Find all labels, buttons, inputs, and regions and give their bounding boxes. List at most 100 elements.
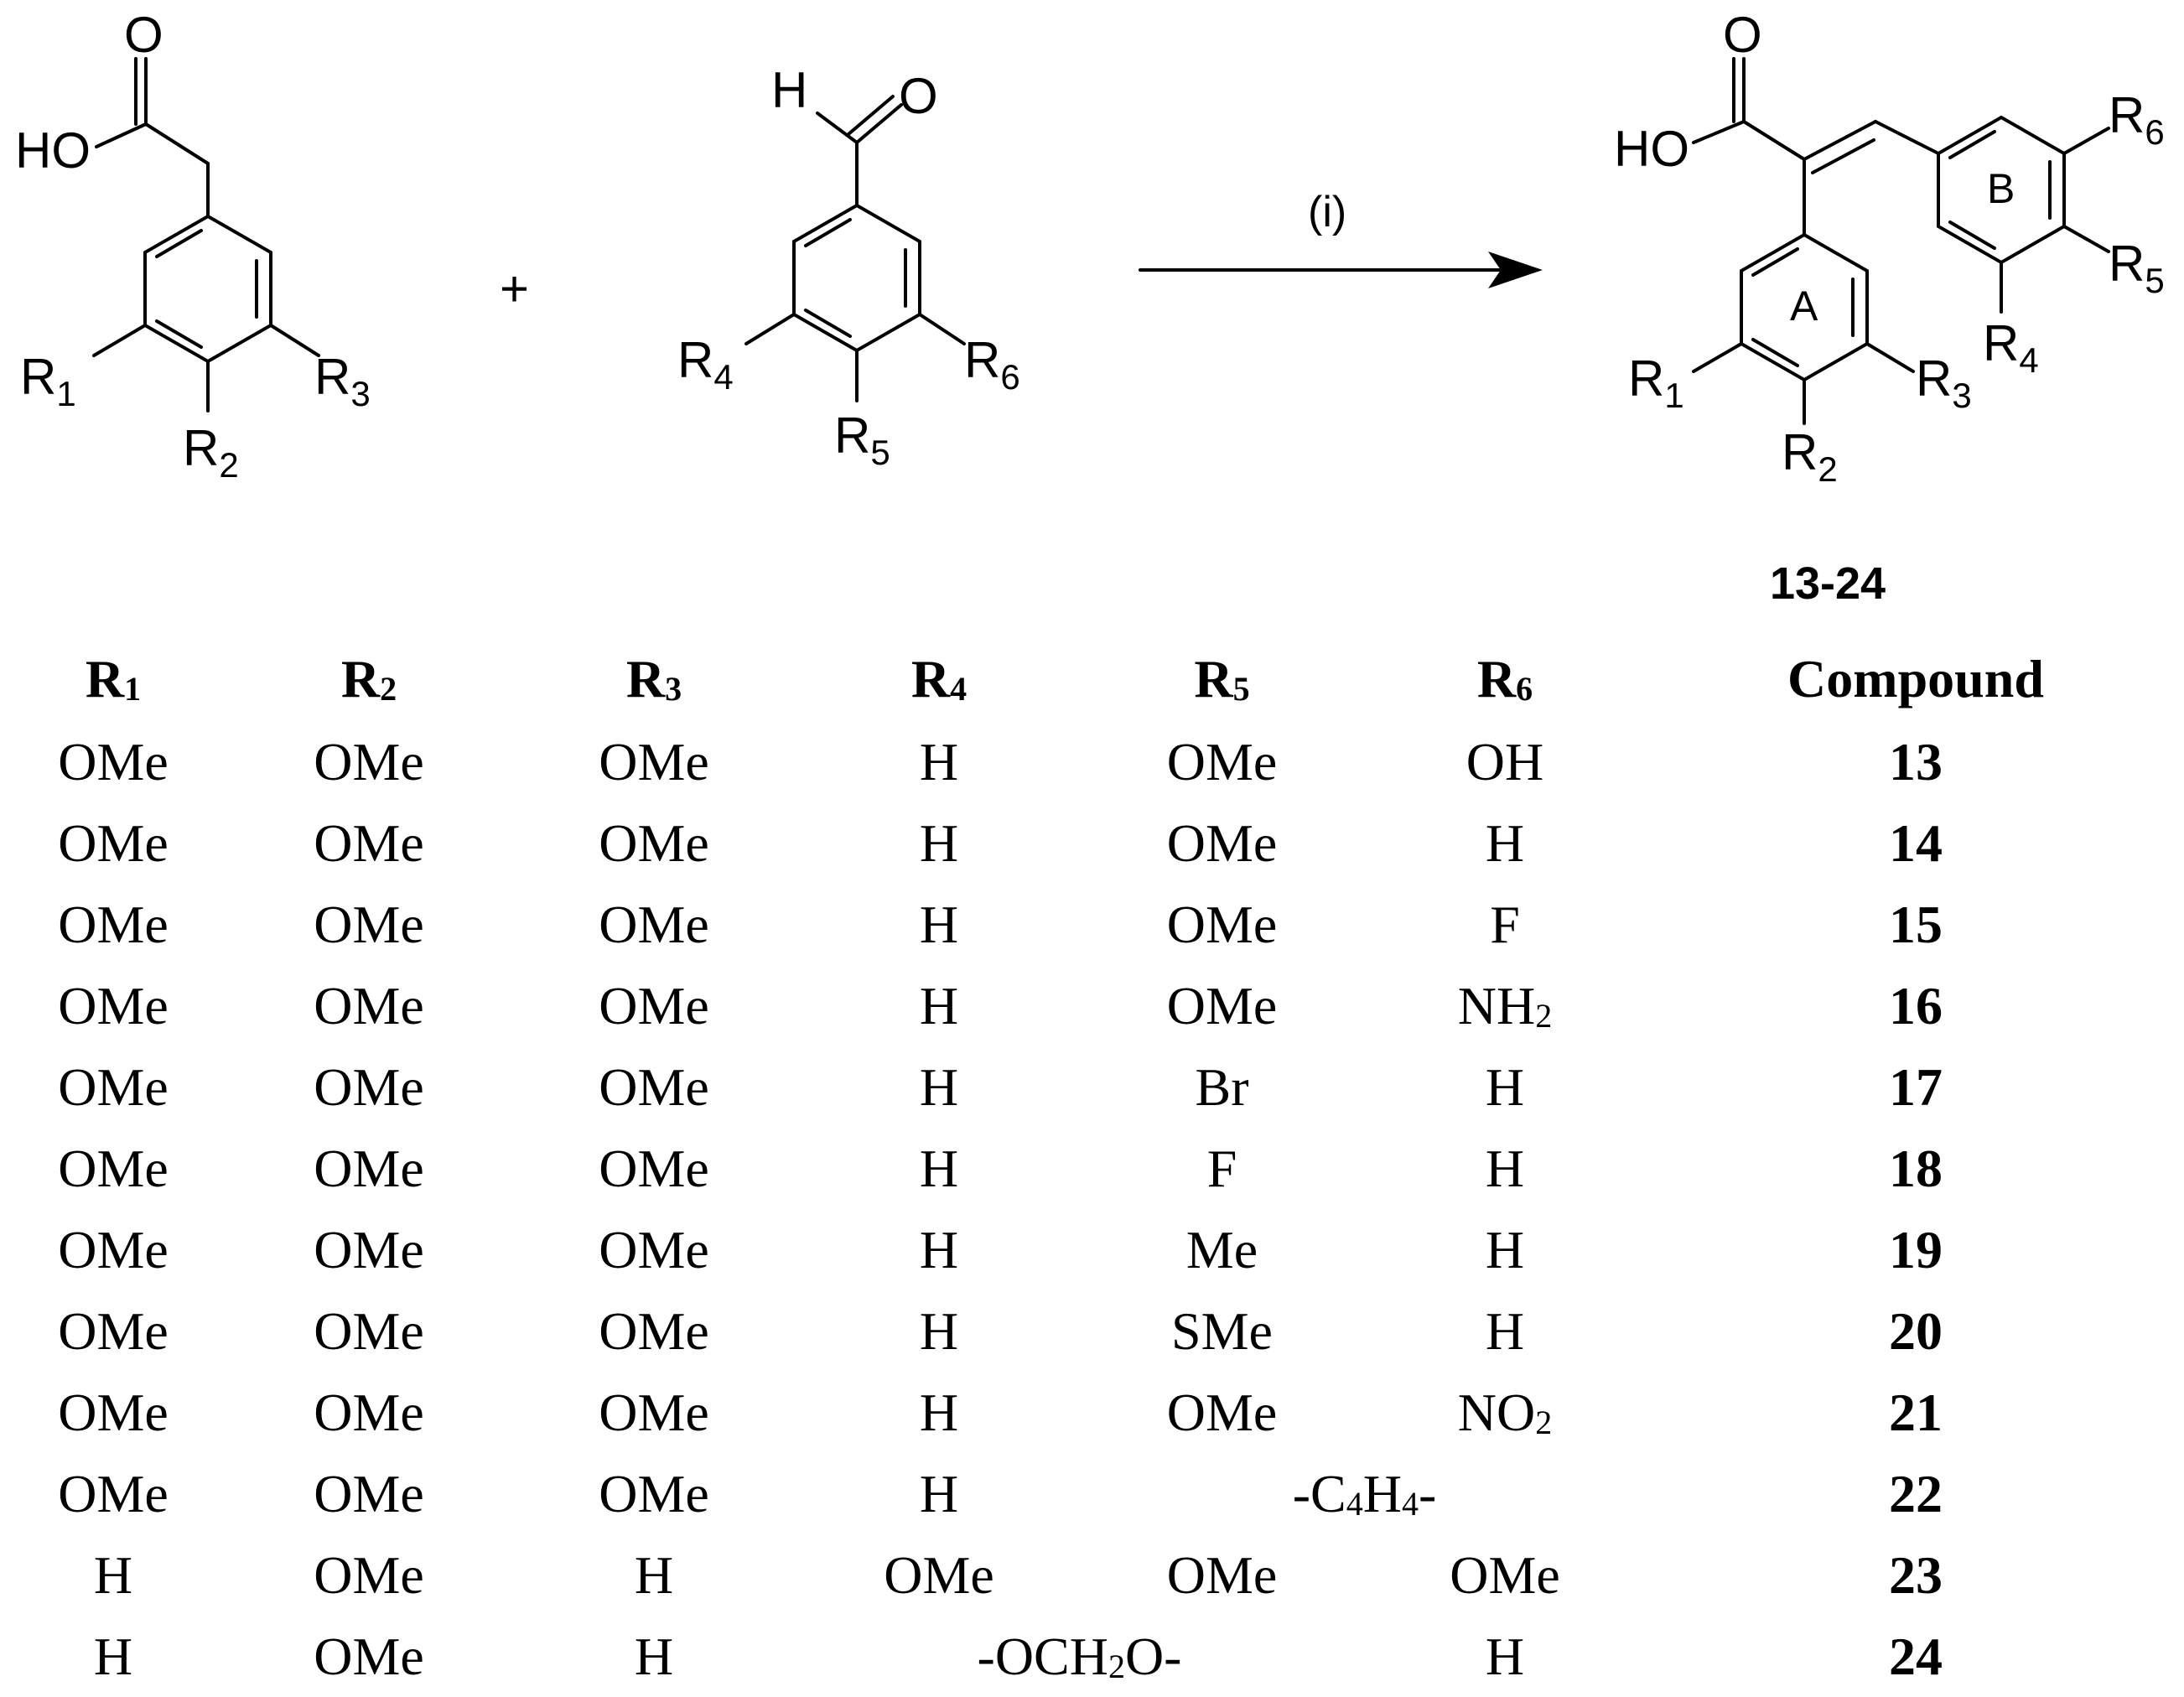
cell-r4: H <box>919 1382 959 1442</box>
cell-r3: H <box>634 1626 674 1686</box>
reaction-conditions: (i) <box>1308 188 1346 236</box>
cell-r5: OMe <box>1166 1544 1278 1605</box>
cell-r4: H <box>919 1219 959 1279</box>
substituent-r6: R6 <box>964 332 1020 397</box>
table-row: H OMe H -OCH2O- H 24 <box>0 1616 2184 1697</box>
product-carbonyl-oxygen: O <box>1723 7 1762 63</box>
hydroxyl-label: HO <box>15 122 91 179</box>
product-hydroxyl-label: HO <box>1614 121 1689 177</box>
table-row: OMe OMe OMe H -C4H4- 22 <box>0 1453 2184 1534</box>
cell-r2: OMe <box>314 1056 424 1117</box>
cell-r4: H <box>919 731 959 791</box>
table-row: OMe OMe OMe H OMe H 14 <box>0 802 2184 884</box>
substituent-table: R1 R2 R3 R4 R5 R6 Compound OMe OMe OMe H… <box>0 637 2184 1697</box>
cell-r4: H <box>919 975 959 1035</box>
column-header-r2: R2 <box>340 649 397 708</box>
cell-r2: OMe <box>314 894 424 954</box>
table-row: OMe OMe OMe H SMe H 20 <box>0 1290 2184 1372</box>
cell-compound: 16 <box>1889 975 1943 1035</box>
ring-a-label: A <box>1790 283 1818 330</box>
cell-r5: OMe <box>1166 812 1278 873</box>
cell-r6: OMe <box>1450 1544 1560 1605</box>
cell-r4: H <box>919 1056 959 1117</box>
cell-r5: OMe <box>1166 894 1278 954</box>
column-header-r5: R5 <box>1194 649 1250 708</box>
table-row: OMe OMe OMe H F H 18 <box>0 1128 2184 1209</box>
cell-r6: H <box>1485 1138 1525 1198</box>
table-row: OMe OMe OMe H OMe NH2 16 <box>0 965 2184 1046</box>
cell-r5-r6-fused: -C4H4- <box>1292 1463 1437 1523</box>
aldehyde-oxygen: O <box>899 68 938 124</box>
cell-r2: OMe <box>314 1300 424 1361</box>
product-substituent-r3: R3 <box>1916 350 1972 415</box>
cell-r2: OMe <box>314 975 424 1035</box>
cell-r2: OMe <box>314 1382 424 1442</box>
cell-r1: H <box>93 1626 133 1686</box>
cell-r5: F <box>1206 1138 1237 1198</box>
cell-r3: OMe <box>599 1463 709 1523</box>
cell-r1: OMe <box>58 1300 169 1361</box>
cell-r2: OMe <box>314 1463 424 1523</box>
cell-r6: F <box>1490 894 1520 954</box>
cell-r5: OMe <box>1166 731 1278 791</box>
substituent-r5: R5 <box>834 407 890 472</box>
table-row: OMe OMe OMe H Me H 19 <box>0 1209 2184 1290</box>
cell-compound: 24 <box>1889 1626 1943 1686</box>
cell-compound: 23 <box>1889 1544 1943 1605</box>
cell-r3: OMe <box>599 812 709 873</box>
cell-r1: OMe <box>58 975 169 1035</box>
cell-r4: H <box>919 812 959 873</box>
column-header-r4: R4 <box>910 649 967 708</box>
cell-r6: OH <box>1466 731 1544 791</box>
table-row: H OMe H OMe OMe OMe 23 <box>0 1534 2184 1616</box>
cell-r2: OMe <box>314 1626 424 1686</box>
cell-r6: H <box>1485 1300 1525 1361</box>
cell-compound: 13 <box>1889 731 1943 791</box>
table-row: OMe OMe OMe H OMe NO2 21 <box>0 1372 2184 1453</box>
cell-compound: 18 <box>1889 1138 1943 1198</box>
cell-r3: OMe <box>599 1382 709 1442</box>
product-substituent-r2: R2 <box>1782 424 1838 489</box>
cell-compound: 20 <box>1889 1300 1943 1361</box>
cell-r2: OMe <box>314 812 424 873</box>
substituent-r1: R1 <box>20 349 76 413</box>
carbonyl-oxygen: O <box>124 7 163 63</box>
cell-r3: OMe <box>599 1138 709 1198</box>
column-header-r3: R3 <box>625 649 682 708</box>
cell-r6: NH2 <box>1457 975 1553 1035</box>
plus-sign: + <box>500 261 529 317</box>
cell-r1: OMe <box>58 1138 169 1198</box>
aldehyde-hydrogen: H <box>771 62 807 118</box>
cell-r6: H <box>1485 1626 1525 1686</box>
cell-r1: OMe <box>58 1463 169 1523</box>
cell-r2: OMe <box>314 1219 424 1279</box>
cell-r3: OMe <box>599 1056 709 1117</box>
compound-range-label: 13-24 <box>1769 558 1886 609</box>
cell-compound: 21 <box>1889 1382 1943 1442</box>
cell-r3: OMe <box>599 975 709 1035</box>
reaction-scheme: O HO R1 R2 R3 + H O R4 R5 R6 (i) <box>15 7 2165 489</box>
cell-r4-r5-fused: -OCH2O- <box>977 1626 1182 1686</box>
cell-r2: OMe <box>314 731 424 791</box>
product-substituent-r1: R1 <box>1628 350 1684 415</box>
cell-r1: OMe <box>58 894 169 954</box>
cell-r3: OMe <box>599 1219 709 1279</box>
cell-r5: OMe <box>1166 975 1278 1035</box>
reactant-benzaldehyde: H O R4 R5 R6 <box>677 62 1020 472</box>
cell-r4: OMe <box>884 1544 994 1605</box>
column-header-r1: R1 <box>85 649 142 708</box>
cell-r3: OMe <box>599 894 709 954</box>
cell-compound: 19 <box>1889 1219 1943 1279</box>
product-substituent-r6: R6 <box>2109 87 2165 152</box>
cell-r6: NO2 <box>1457 1382 1553 1442</box>
cell-r1: H <box>93 1544 133 1605</box>
cell-r1: OMe <box>58 1219 169 1279</box>
cell-compound: 17 <box>1889 1056 1943 1117</box>
cell-r3: OMe <box>599 731 709 791</box>
cell-compound: 22 <box>1889 1463 1943 1523</box>
cell-compound: 15 <box>1889 894 1943 954</box>
cell-r1: OMe <box>58 731 169 791</box>
substituent-r2: R2 <box>183 420 239 485</box>
cell-r4: H <box>919 1138 959 1198</box>
cell-r1: OMe <box>58 1382 169 1442</box>
